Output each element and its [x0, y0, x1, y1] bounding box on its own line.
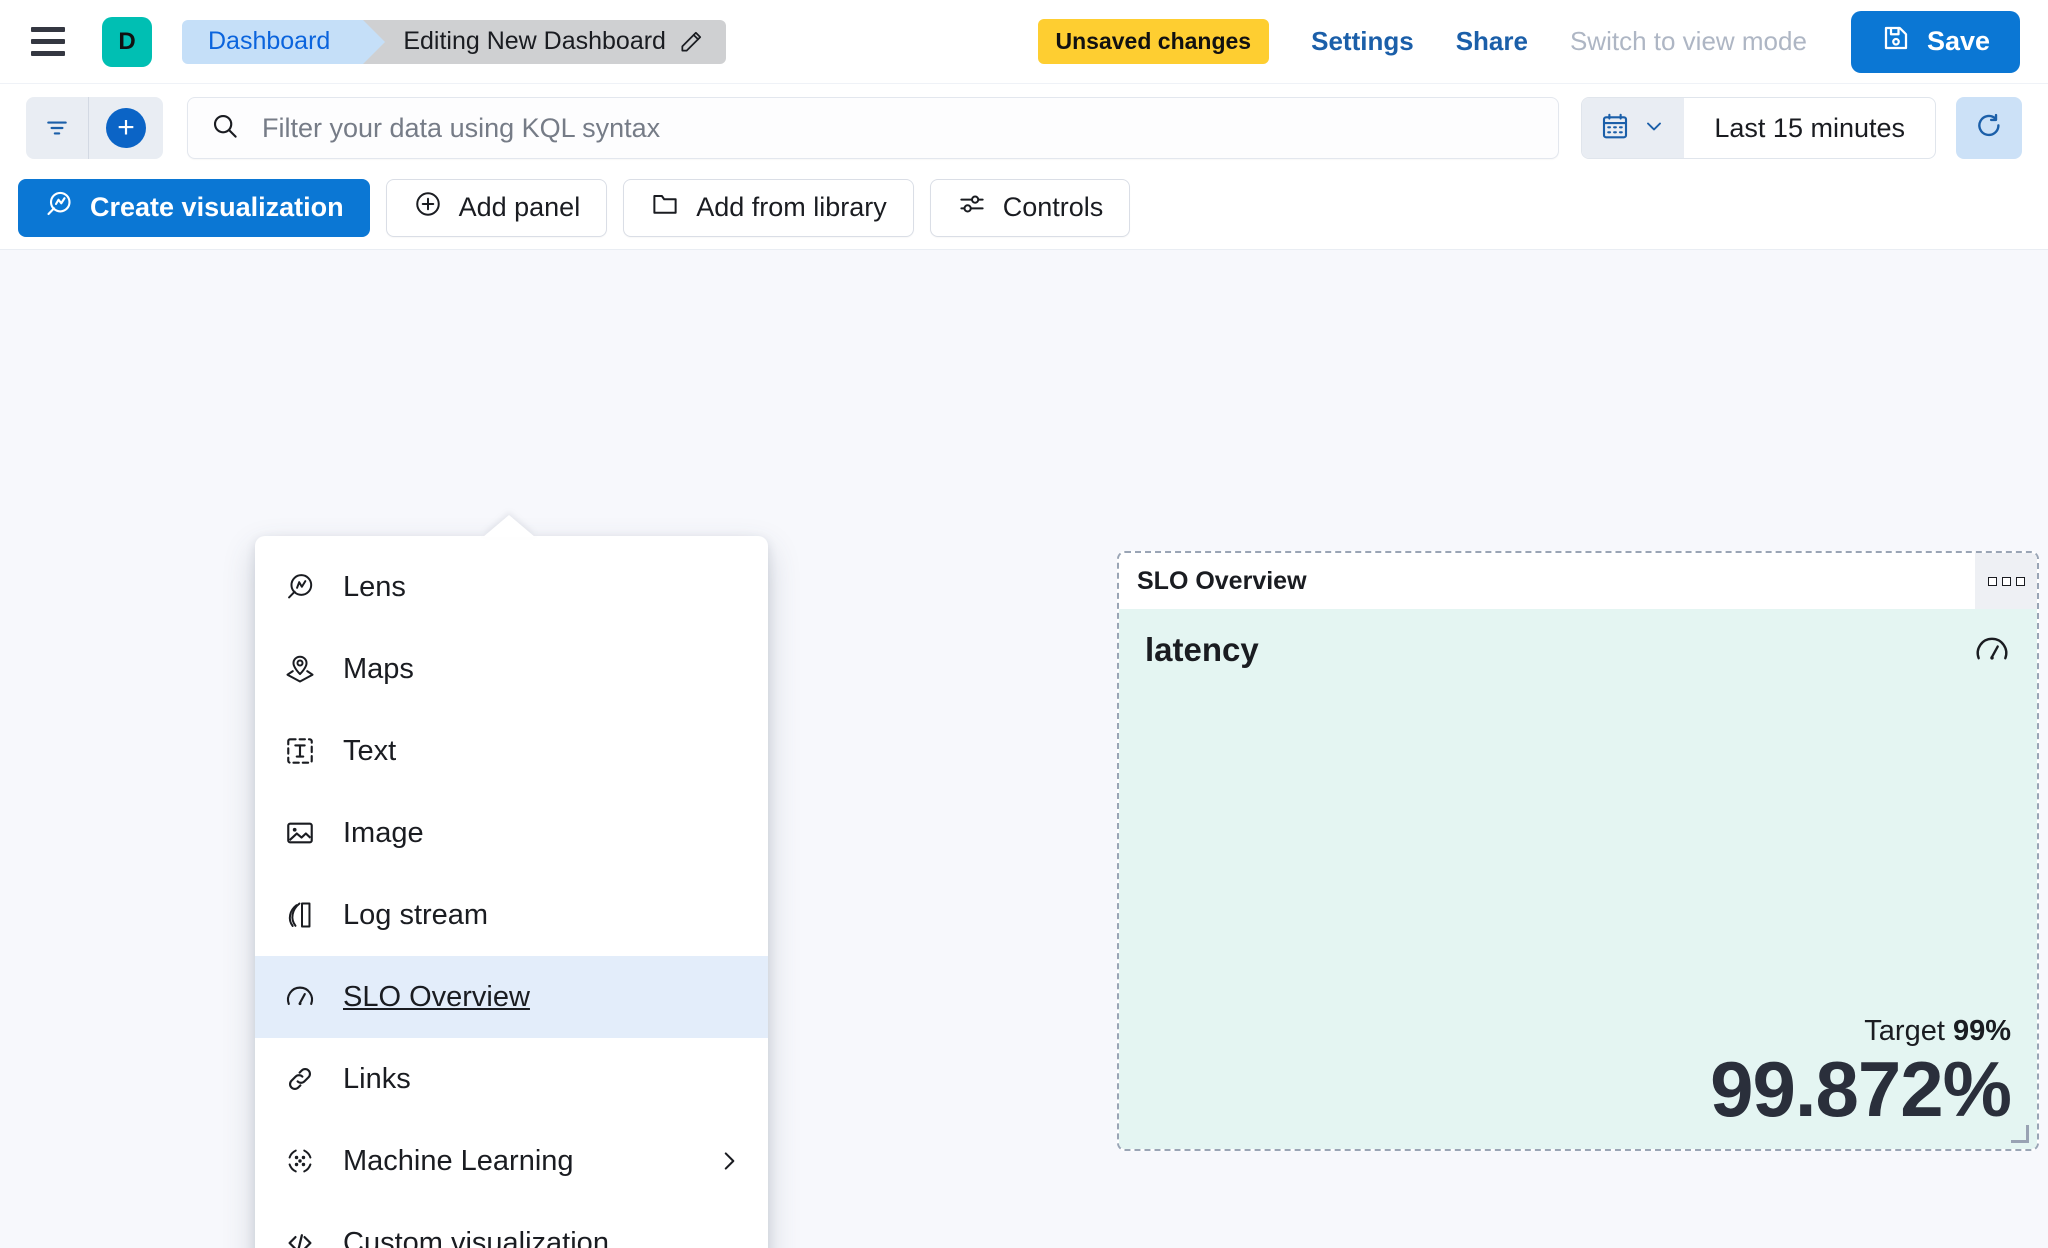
controls-button[interactable]: Controls — [929, 178, 1131, 237]
gauge-icon — [283, 980, 317, 1014]
menu-item-image[interactable]: Image — [255, 792, 768, 874]
three-dots-icon[interactable] — [1975, 553, 2037, 609]
menu-item-label: Image — [343, 816, 424, 849]
breadcrumb-label: Editing New Dashboard — [403, 27, 666, 55]
status-badge[interactable]: Unsaved changes — [1037, 19, 1270, 64]
add-filter-button[interactable]: + — [89, 97, 163, 159]
refresh-icon — [1974, 111, 2004, 146]
menu-item-custom-visualization[interactable]: Custom visualization — [255, 1202, 768, 1248]
menu-item-text[interactable]: Text — [255, 710, 768, 792]
controls-label: Controls — [1002, 192, 1104, 222]
resize-handle-icon[interactable] — [2011, 1125, 2029, 1143]
create-visualization-label: Create visualization — [90, 192, 344, 222]
divider — [88, 97, 89, 159]
breadcrumb: Dashboard Editing New Dashboard — [182, 19, 726, 64]
lens-icon — [44, 189, 74, 226]
save-button[interactable]: Save — [1850, 10, 2020, 73]
hamburger-icon[interactable] — [26, 20, 70, 64]
slo-target: Target 99% — [1145, 1015, 2011, 1048]
slo-sli-value: 99.872% — [1710, 1045, 2012, 1134]
create-visualization-button[interactable]: Create visualization — [18, 178, 370, 237]
settings-link[interactable]: Settings — [1311, 26, 1414, 56]
code-icon — [283, 1226, 317, 1248]
menu-item-label: Custom visualization — [343, 1226, 609, 1248]
app-header: D Dashboard Editing New Dashboard Unsave… — [0, 0, 2048, 84]
query-bar: + — [0, 84, 2048, 172]
date-quick-select-button[interactable] — [1582, 98, 1685, 158]
menu-item-label: Log stream — [343, 898, 489, 931]
breadcrumb-item-editing[interactable]: Editing New Dashboard — [363, 19, 726, 64]
breadcrumb-item-dashboard[interactable]: Dashboard — [182, 19, 386, 64]
lens-icon — [283, 570, 317, 604]
menu-item-label: Links — [343, 1062, 411, 1095]
add-panel-button[interactable]: Add panel — [385, 178, 608, 237]
plus-circle-icon: + — [106, 108, 146, 148]
avatar-initial: D — [118, 27, 136, 55]
search-icon — [210, 111, 240, 146]
link-icon — [283, 1062, 317, 1096]
time-range-label[interactable]: Last 15 minutes — [1714, 112, 1905, 143]
search-bar[interactable] — [187, 97, 1560, 159]
menu-item-label: Maps — [343, 652, 414, 685]
slo-metric-name: latency — [1145, 631, 1259, 668]
share-link[interactable]: Share — [1455, 26, 1528, 56]
add-from-library-label: Add from library — [696, 192, 887, 222]
filter-funnel-icon[interactable] — [26, 97, 88, 159]
plus-circle-outline-icon — [413, 189, 443, 226]
slo-target-value: 99% — [1952, 1015, 2011, 1048]
chevron-right-icon — [716, 1148, 742, 1174]
refresh-button[interactable] — [1956, 97, 2022, 159]
menu-item-label: Machine Learning — [343, 1144, 574, 1177]
menu-item-links[interactable]: Links — [255, 1038, 768, 1120]
menu-item-label: Lens — [343, 570, 406, 603]
filter-group: + — [26, 97, 163, 159]
panel-header: SLO Overview — [1119, 553, 2037, 609]
search-input[interactable] — [262, 112, 1537, 144]
menu-item-label: SLO Overview — [343, 980, 530, 1013]
popover-caret — [483, 515, 535, 537]
folder-icon — [650, 189, 680, 226]
machine-learning-icon — [283, 1144, 317, 1178]
add-panel-menu: Lens Maps Text — [255, 515, 768, 1248]
calendar-icon — [1600, 111, 1630, 146]
dashboard-panel-slo-overview[interactable]: SLO Overview latency Target 99% — [1117, 551, 2039, 1151]
menu-item-slo-overview[interactable]: SLO Overview — [255, 956, 768, 1038]
menu-item-maps[interactable]: Maps — [255, 628, 768, 710]
switch-to-view-mode-link[interactable]: Switch to view mode — [1569, 26, 1807, 56]
slo-target-prefix: Target — [1864, 1015, 1953, 1048]
menu-item-log-stream[interactable]: Log stream — [255, 874, 768, 956]
save-button-label: Save — [1926, 26, 1990, 56]
dashboard-canvas: Lens Maps Text — [0, 250, 2048, 1248]
dashboard-toolbar: Create visualization Add panel Add from … — [0, 172, 2048, 250]
save-floppy-icon — [1881, 23, 1911, 60]
add-from-library-button[interactable]: Add from library — [623, 178, 914, 237]
menu-item-machine-learning[interactable]: Machine Learning — [255, 1120, 768, 1202]
add-panel-label: Add panel — [458, 192, 581, 222]
pencil-icon[interactable] — [678, 29, 704, 55]
panel-body-top: latency — [1145, 631, 2011, 669]
menu-item-label: Text — [343, 734, 397, 767]
date-picker: Last 15 minutes — [1581, 97, 1936, 159]
gauge-icon — [1973, 631, 2011, 669]
chevron-down-icon — [1642, 114, 1666, 143]
log-stream-icon — [283, 898, 317, 932]
menu-item-lens[interactable]: Lens — [255, 546, 768, 628]
panel-body: latency Target 99% 99.872% — [1119, 609, 2037, 1149]
panel-title: SLO Overview — [1137, 566, 1307, 595]
breadcrumb-label: Dashboard — [208, 27, 331, 55]
sliders-icon — [957, 189, 987, 226]
avatar[interactable]: D — [102, 16, 152, 67]
text-box-icon — [283, 734, 317, 768]
map-pin-layers-icon — [283, 652, 317, 686]
image-icon — [283, 816, 317, 850]
panel-body-bottom: Target 99% 99.872% — [1145, 1015, 2012, 1134]
